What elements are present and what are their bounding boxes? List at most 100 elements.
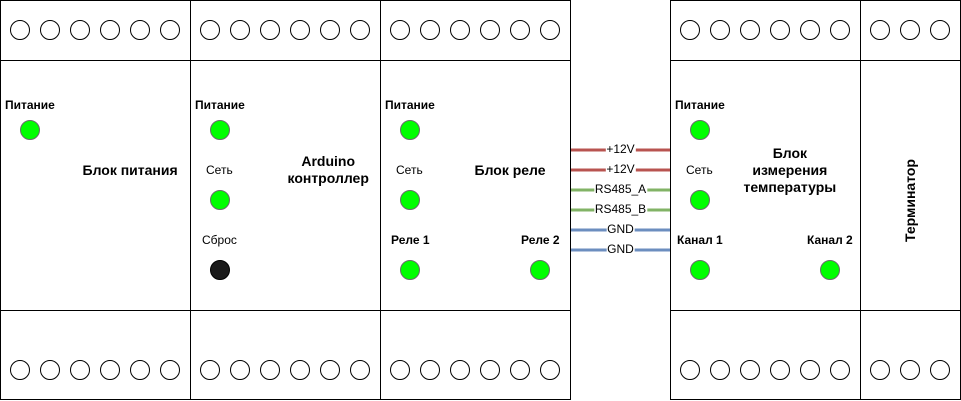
indicator-label: Канал 1 (677, 233, 723, 247)
top-screw-terminal (800, 20, 820, 40)
top-screw-terminal (390, 20, 410, 40)
status-led (820, 260, 840, 280)
bottom-screw-terminal (540, 360, 560, 380)
bottom-screw-terminal (350, 360, 370, 380)
bottom-screw-terminal (160, 360, 180, 380)
top-screw-terminal (10, 20, 30, 40)
module-title-line: Блок реле (474, 161, 546, 178)
bottom-screw-terminal (710, 360, 730, 380)
indicator-label: Канал 2 (807, 233, 853, 247)
indicator-label: Реле 2 (521, 233, 560, 247)
indicator-label: Питание (385, 98, 435, 112)
module-title-line: Arduino (301, 153, 356, 169)
bottom-screw-terminal (200, 360, 220, 380)
indicator-label: Питание (675, 98, 725, 112)
top-screw-terminal (160, 20, 180, 40)
top-screw-terminal (230, 20, 250, 40)
top-screw-terminal (200, 20, 220, 40)
bottom-screw-terminal (420, 360, 440, 380)
bottom-screw-terminal (40, 360, 60, 380)
status-led (690, 190, 710, 210)
bottom-screw-terminal (870, 360, 890, 380)
bottom-screw-terminal (900, 360, 920, 380)
top-screw-terminal (830, 20, 850, 40)
indicator-label: Сеть (396, 163, 423, 177)
bottom-screw-terminal (740, 360, 760, 380)
top-screw-terminal (320, 20, 340, 40)
top-screw-terminal (350, 20, 370, 40)
top-screw-terminal (130, 20, 150, 40)
module-title: Блок реле (475, 162, 546, 179)
status-led (690, 120, 710, 140)
status-led (690, 260, 710, 280)
indicator-label: Питание (5, 98, 55, 112)
status-led (400, 190, 420, 210)
bottom-terminal-band-divider (861, 310, 960, 311)
bottom-screw-terminal (450, 360, 470, 380)
top-screw-terminal (870, 20, 890, 40)
bottom-screw-terminal (290, 360, 310, 380)
bus-wire-label: RS485_B (593, 202, 648, 216)
bottom-screw-terminal (10, 360, 30, 380)
bottom-screw-terminal (830, 360, 850, 380)
indicator-label: Питание (195, 98, 245, 112)
indicator-label: Реле 1 (391, 233, 430, 247)
module-terminator: Терминатор (860, 0, 961, 400)
bottom-screw-terminal (260, 360, 280, 380)
bottom-screw-terminal (320, 360, 340, 380)
top-screw-terminal (450, 20, 470, 40)
status-led (400, 120, 420, 140)
bus-wire-label: +12V (605, 142, 636, 156)
indicator-label: Сеть (686, 163, 713, 177)
top-terminal-band-divider (191, 60, 380, 61)
top-screw-terminal (40, 20, 60, 40)
bottom-screw-terminal (770, 360, 790, 380)
module-title-line: Блок (772, 144, 808, 161)
reset-button-indicator[interactable] (210, 260, 230, 280)
top-screw-terminal (260, 20, 280, 40)
bus-wire-label: +12V (605, 162, 636, 176)
top-screw-terminal (70, 20, 90, 40)
module-title-line: контроллер (287, 170, 369, 186)
status-led (530, 260, 550, 280)
top-screw-terminal (770, 20, 790, 40)
status-led (210, 120, 230, 140)
bottom-screw-terminal (800, 360, 820, 380)
bottom-screw-terminal (230, 360, 250, 380)
module-title-line: измерения (752, 161, 828, 178)
bottom-terminal-band-divider (381, 310, 570, 311)
bottom-screw-terminal (390, 360, 410, 380)
top-screw-terminal (900, 20, 920, 40)
bottom-screw-terminal (480, 360, 500, 380)
top-terminal-band-divider (381, 60, 570, 61)
module-title-line: Блок питания (82, 161, 178, 178)
indicator-label: Сеть (206, 163, 233, 177)
top-screw-terminal (740, 20, 760, 40)
top-screw-terminal (420, 20, 440, 40)
top-terminal-band-divider (1, 60, 190, 61)
bus-wire-label: GND (606, 222, 635, 236)
bottom-terminal-band-divider (191, 310, 380, 311)
bottom-screw-terminal (930, 360, 950, 380)
top-screw-terminal (290, 20, 310, 40)
top-screw-terminal (100, 20, 120, 40)
status-led (20, 120, 40, 140)
bottom-screw-terminal (510, 360, 530, 380)
bottom-screw-terminal (130, 360, 150, 380)
bottom-screw-terminal (70, 360, 90, 380)
top-screw-terminal (710, 20, 730, 40)
module-title-line: температуры (743, 178, 837, 195)
top-screw-terminal (680, 20, 700, 40)
top-screw-terminal (510, 20, 530, 40)
bus-wire-label: RS485_A (593, 182, 648, 196)
top-terminal-band-divider (861, 60, 960, 61)
top-screw-terminal (540, 20, 560, 40)
